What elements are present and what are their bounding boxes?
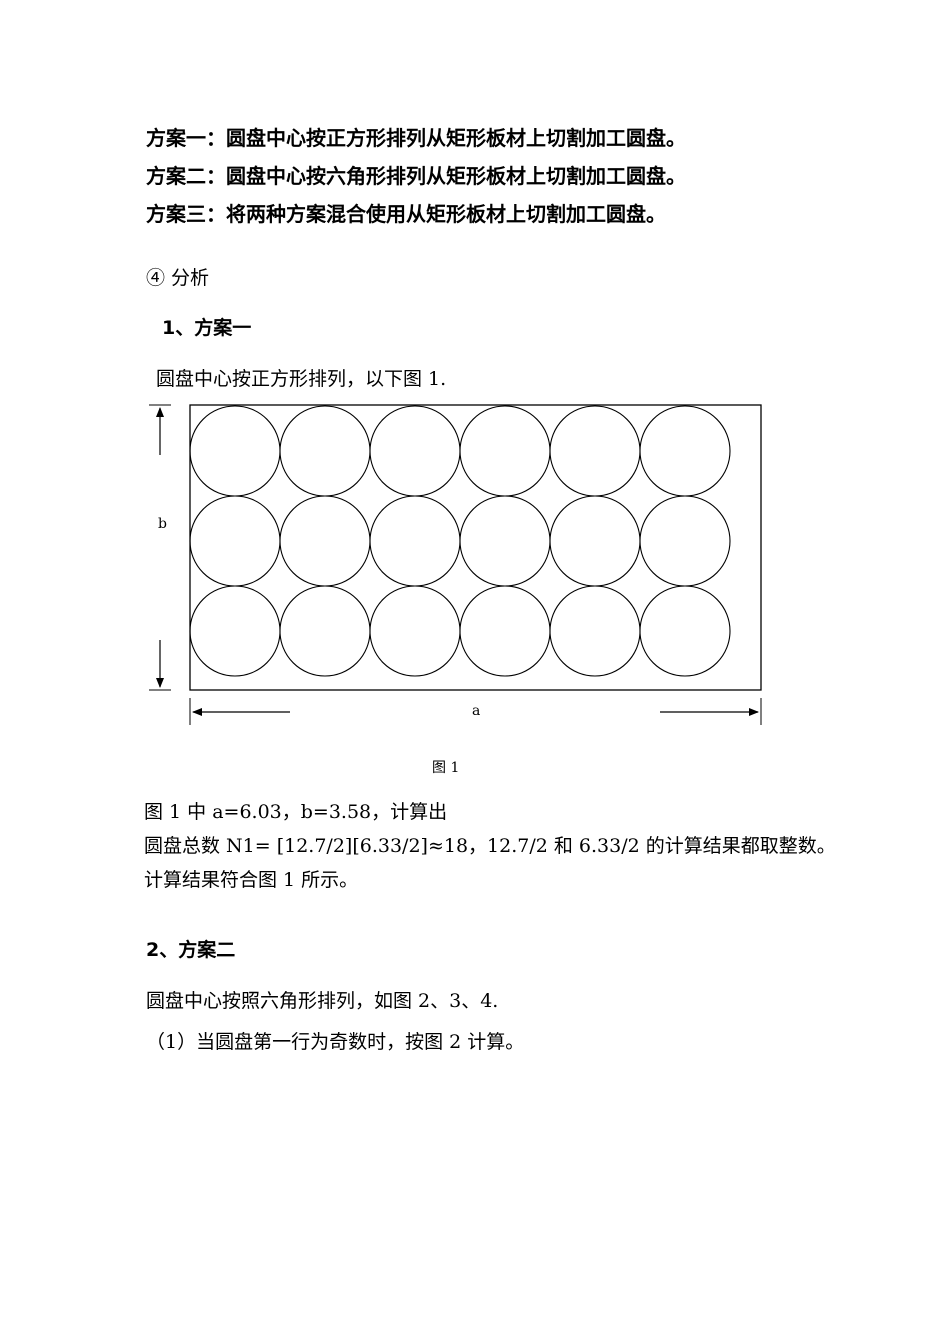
disc-circle — [369, 495, 461, 587]
section1-heading: 1、方案一 — [162, 317, 252, 339]
calc-line-1: 图 1 中 a=6.03，b=3.58，计算出 — [144, 801, 448, 823]
disc-circle — [189, 585, 281, 677]
disc-circle — [369, 585, 461, 677]
section2-intro: 圆盘中心按照六角形排列，如图 2、3、4. — [146, 990, 499, 1012]
disc-circle — [279, 585, 371, 677]
figure-1-caption: 图 1 — [432, 760, 460, 776]
disc-circle — [279, 405, 371, 497]
section2-item-1: （1）当圆盘第一行为奇数时，按图 2 计算。 — [146, 1031, 525, 1053]
disc-circle — [189, 495, 281, 587]
analysis-heading: ④ 分析 — [146, 267, 210, 289]
disc-circle — [639, 495, 731, 587]
disc-circle — [459, 495, 551, 587]
disc-circle — [639, 405, 731, 497]
disc-circle — [189, 405, 281, 497]
section1-intro: 圆盘中心按正方形排列，以下图 1. — [156, 368, 447, 390]
calc-line-2: 圆盘总数 N1= [12.7/2][6.33/2]≈18，12.7/2 和 6.… — [144, 835, 836, 857]
disc-circle — [279, 495, 371, 587]
figure-1: b a — [149, 404, 762, 725]
a-label: a — [472, 703, 480, 719]
plan-2: 方案二：圆盘中心按六角形排列从矩形板材上切割加工圆盘。 — [146, 164, 686, 188]
disc-circle — [549, 585, 641, 677]
disc-grid — [189, 405, 731, 677]
b-label: b — [158, 516, 167, 532]
section2-heading: 2、方案二 — [146, 939, 236, 961]
disc-circle — [549, 405, 641, 497]
plan-1: 方案一：圆盘中心按正方形排列从矩形板材上切割加工圆盘。 — [146, 126, 686, 150]
disc-circle — [459, 405, 551, 497]
calc-line-3: 计算结果符合图 1 所示。 — [144, 869, 359, 891]
disc-circle — [369, 405, 461, 497]
board-rectangle — [189, 404, 762, 691]
disc-circle — [639, 585, 731, 677]
disc-circle — [549, 495, 641, 587]
disc-circle — [459, 585, 551, 677]
plan-3: 方案三：将两种方案混合使用从矩形板材上切割加工圆盘。 — [146, 202, 666, 226]
